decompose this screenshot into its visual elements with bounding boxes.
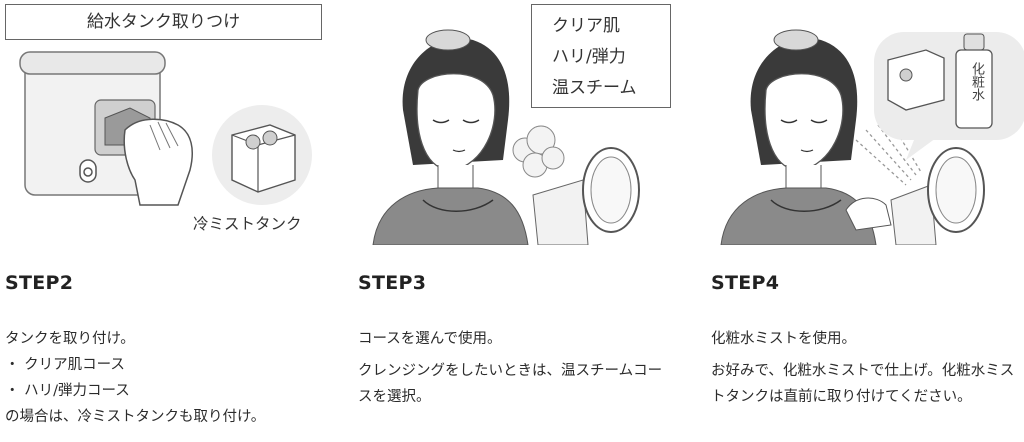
- desc-line: の場合は、冷ミストタンクも取り付け。: [5, 409, 266, 425]
- step-title: STEP4: [711, 272, 780, 294]
- step-description: タンクを取り付け。 ・ クリア肌コース ・ ハリ/弾力コース の場合は、冷ミスト…: [5, 326, 320, 430]
- desc-line: ・ ハリ/弾力コース: [5, 383, 130, 399]
- step-title: STEP2: [5, 272, 74, 294]
- course-label-line: ハリ/弾力: [552, 47, 626, 67]
- desc-paragraph: クレンジングをしたいときは、温スチームコースを選択。: [358, 363, 663, 405]
- desc-paragraph: お好みで、化粧水ミストで仕上げ。化粧水ミストタンクは直前に取り付けてください。: [711, 363, 1015, 405]
- step-2-card: 給水タンク取りつけ 冷ミストタンク STEP2 タンクを取り付け。 ・ クリア肌…: [0, 0, 330, 442]
- step-description: 化粧水ミストを使用。 お好みで、化粧水ミストで仕上げ。化粧水ミストタンクは直前に…: [711, 326, 1024, 410]
- desc-line: タンクを取り付け。: [5, 331, 135, 347]
- step-description: コースを選んで使用。 クレンジングをしたいときは、温スチームコースを選択。: [358, 326, 673, 410]
- course-label-line: 温スチーム: [552, 78, 637, 98]
- step-title: STEP3: [358, 272, 427, 294]
- bottle-label: 化粧水: [969, 62, 984, 101]
- course-label-box: クリア肌 ハリ/弾力 温スチーム: [531, 4, 671, 108]
- image-label: 給水タンク取りつけ: [5, 4, 322, 40]
- step-4-card: 化粧水 STEP4 化粧水ミストを使用。 お好みで、化粧水ミストで仕上げ。化粧水…: [706, 0, 1024, 442]
- tank-caption: 冷ミストタンク: [193, 215, 302, 233]
- mist-illustration: [706, 0, 1024, 245]
- steam-illustration: [353, 0, 683, 245]
- step-3-card: クリア肌 ハリ/弾力 温スチーム STEP3 コースを選んで使用。 クレンジング…: [353, 0, 683, 442]
- course-label-line: クリア肌: [552, 16, 620, 36]
- desc-line: ・ クリア肌コース: [5, 357, 125, 373]
- desc-paragraph: コースを選んで使用。: [358, 331, 502, 347]
- tank-attach-illustration: [0, 0, 330, 245]
- desc-paragraph: 化粧水ミストを使用。: [711, 331, 856, 347]
